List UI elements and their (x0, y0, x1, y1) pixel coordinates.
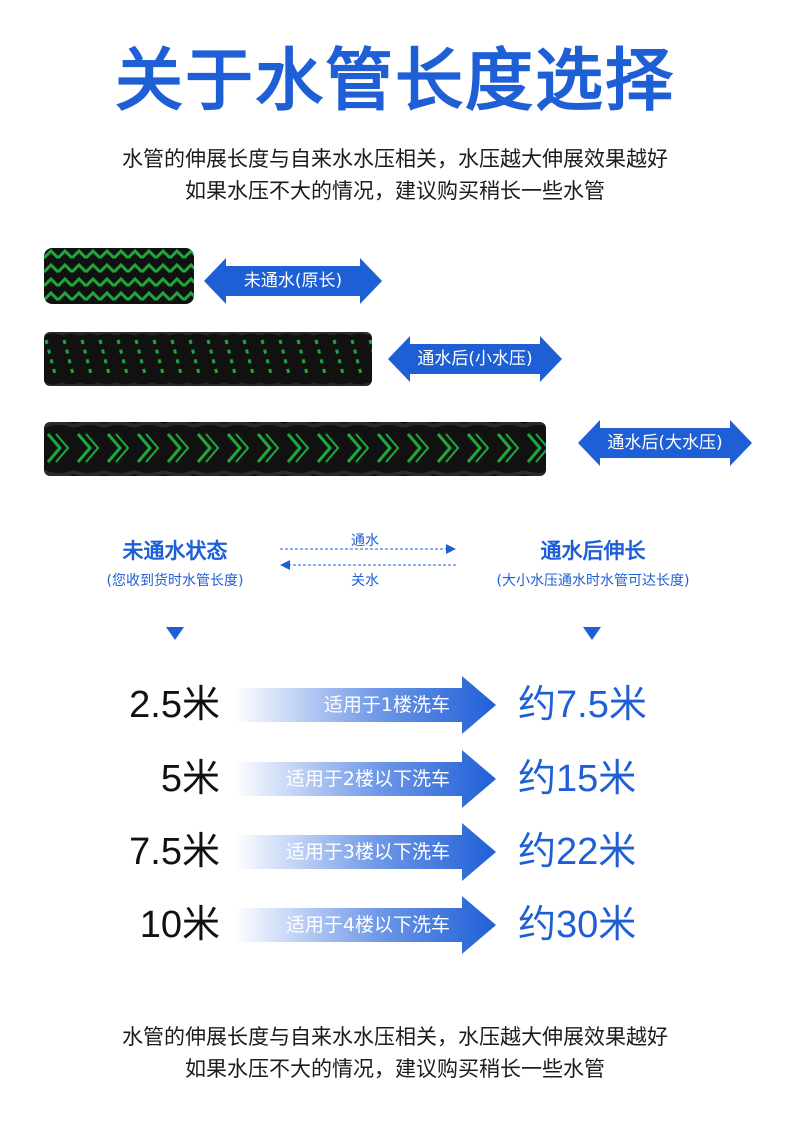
row-arrow: 适用于1楼洗车 (234, 676, 498, 734)
hose-original-label: 未通水(原长) (243, 271, 343, 291)
hose-high-pressure-image (44, 420, 546, 478)
state-after-title: 通水后伸长 (540, 539, 646, 563)
row-length: 7.5米 (129, 831, 220, 873)
state-after-subtitle: (大小水压通水时水管可达长度) (496, 573, 690, 589)
flow-off-label: 关水 (351, 573, 379, 589)
hose-low-pressure-image (44, 330, 372, 388)
state-before-subtitle: (您收到货时水管长度) (106, 573, 244, 589)
row-usage-label: 适用于2楼以下洗车 (285, 768, 450, 790)
row-usage-label: 适用于4楼以下洗车 (285, 914, 450, 936)
row-usage-label: 适用于3楼以下洗车 (285, 841, 450, 863)
flow-arrows (280, 544, 456, 570)
hose-low-pressure-label: 通水后(小水压) (417, 349, 533, 369)
state-before-title: 未通水状态 (122, 539, 228, 563)
row-result: 约15米 (518, 758, 637, 800)
row-arrow: 适用于4楼以下洗车 (234, 896, 498, 954)
flow-on-label: 通水 (351, 533, 379, 549)
row-arrow: 适用于3楼以下洗车 (234, 823, 498, 881)
hose-low-pressure-label-arrow: 通水后(小水压) (388, 336, 562, 382)
down-arrow-left-icon (166, 627, 184, 640)
row-arrow: 适用于2楼以下洗车 (234, 750, 498, 808)
hose-original-image (44, 248, 194, 304)
outro-line-1: 水管的伸展长度与自来水水压相关，水压越大伸展效果越好 (122, 1025, 668, 1049)
hose-high-pressure-graphic (44, 422, 546, 476)
intro-line-1: 水管的伸展长度与自来水水压相关，水压越大伸展效果越好 (122, 147, 668, 171)
row-length: 2.5米 (129, 684, 220, 726)
row-length: 5米 (160, 758, 220, 800)
page-title: 关于水管长度选择 (114, 42, 675, 121)
row-length: 10米 (139, 904, 220, 946)
row-usage-label: 适用于1楼洗车 (323, 694, 450, 716)
hose-original-graphic (44, 248, 194, 304)
intro-line-2: 如果水压不大的情况，建议购买稍长一些水管 (185, 179, 605, 203)
hose-high-pressure-label: 通水后(大水压) (607, 433, 723, 453)
down-arrow-right-icon (583, 627, 601, 640)
outro-line-2: 如果水压不大的情况，建议购买稍长一些水管 (185, 1057, 605, 1081)
row-result: 约22米 (518, 831, 637, 873)
hose-high-pressure-label-arrow: 通水后(大水压) (578, 420, 752, 466)
row-result: 约30米 (518, 904, 637, 946)
hose-original-label-arrow: 未通水(原长) (204, 258, 382, 304)
hose-low-pressure-graphic (44, 332, 372, 386)
row-result: 约7.5米 (518, 684, 647, 726)
